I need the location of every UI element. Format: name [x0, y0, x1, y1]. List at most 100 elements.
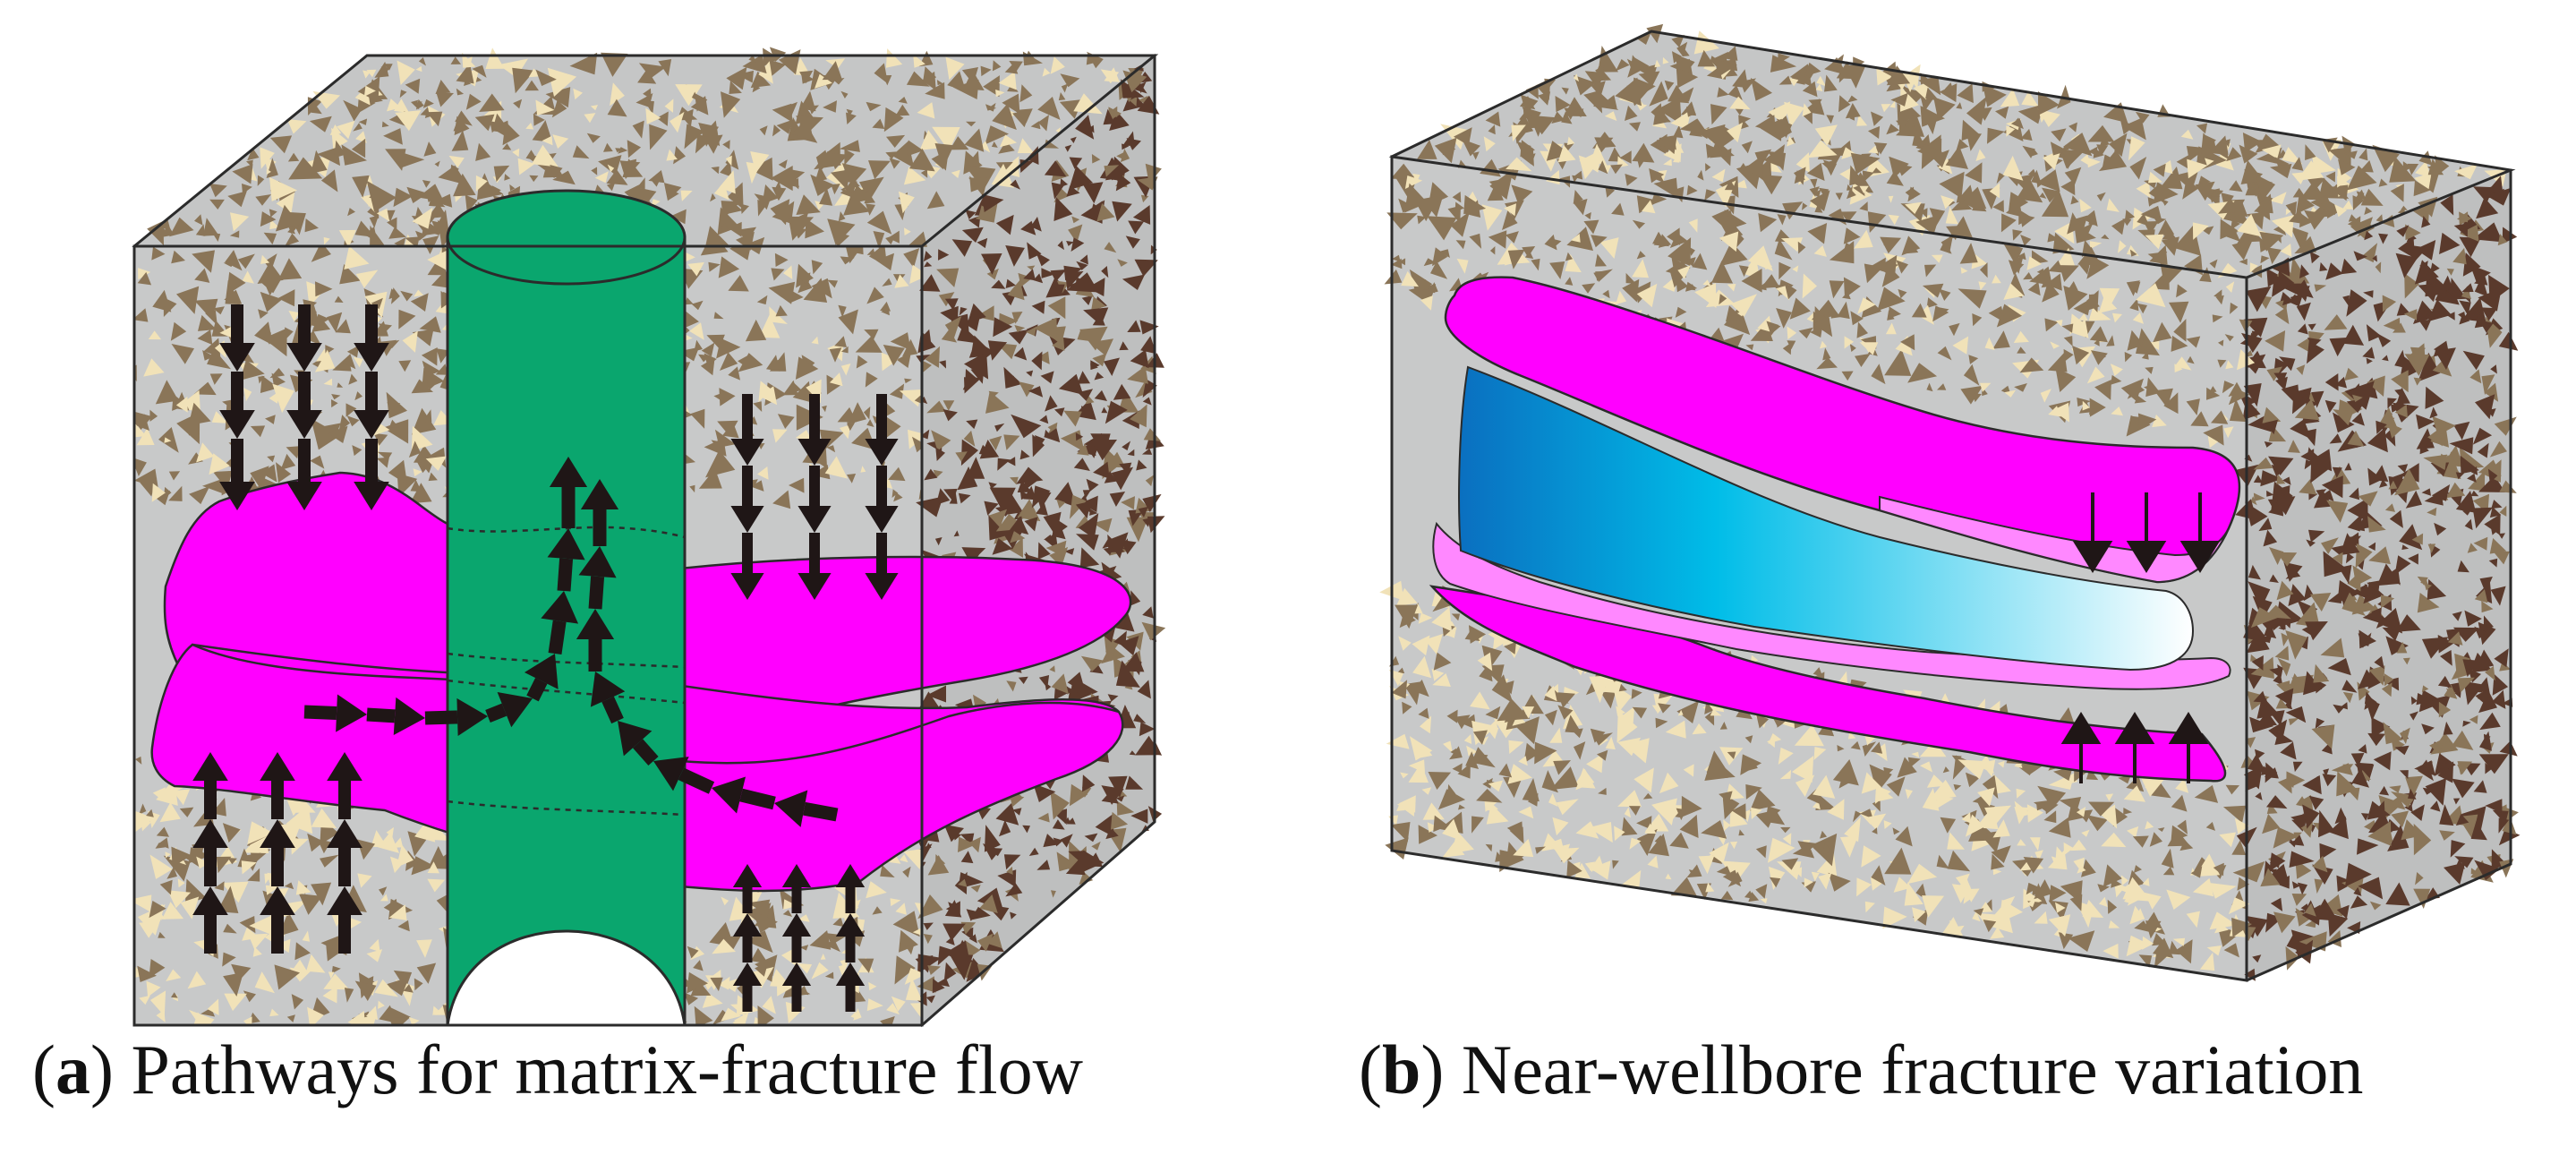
rock-grain — [843, 193, 871, 216]
rock-grain — [2133, 865, 2142, 873]
rock-grain — [2161, 848, 2174, 868]
rock-grain — [903, 167, 926, 185]
rock-grain — [1439, 249, 1450, 258]
rock-grain — [2197, 175, 2211, 186]
rock-grain — [2194, 784, 2219, 803]
rock-grain — [2321, 475, 2343, 499]
rock-grain — [2341, 680, 2358, 693]
rock-grain — [2421, 685, 2429, 693]
rock-grain — [2302, 428, 2316, 447]
rock-grain — [2122, 117, 2146, 141]
rock-grain — [759, 386, 778, 406]
rock-grain — [2439, 804, 2454, 826]
rock-grain — [1973, 908, 1984, 916]
rock-grain — [528, 68, 541, 78]
rock-grain — [1400, 772, 1409, 779]
rock-grain — [1079, 871, 1094, 886]
rock-grain — [2362, 609, 2383, 624]
rock-grain — [943, 409, 958, 422]
rock-grain — [1675, 274, 1688, 293]
flow-arrow-head — [578, 546, 617, 578]
rock-grain — [1705, 762, 1736, 780]
rock-grain — [829, 372, 843, 387]
rock-grain — [352, 175, 370, 198]
rock-grain — [2418, 283, 2440, 303]
rock-grain — [2346, 289, 2367, 317]
rock-grain — [2205, 158, 2214, 167]
rock-grain — [411, 856, 436, 876]
rock-grain — [1130, 590, 1141, 606]
rock-grain — [2337, 167, 2352, 188]
rock-grain — [995, 161, 1016, 173]
rock-grain — [1538, 91, 1551, 106]
rock-grain — [2137, 213, 2150, 227]
rock-grain — [286, 805, 313, 834]
rock-grain — [2037, 108, 2060, 127]
rock-grain — [1685, 257, 1696, 267]
rock-grain — [1618, 683, 1627, 692]
rock-grain — [2302, 804, 2320, 829]
rock-grain — [177, 878, 185, 888]
rock-grain — [718, 976, 730, 990]
rock-grain — [345, 403, 357, 417]
rock-grain — [2274, 646, 2290, 661]
rock-grain — [1140, 194, 1149, 203]
rock-grain — [1770, 55, 1797, 73]
rock-grain — [773, 288, 782, 298]
rock-grain — [1963, 364, 1980, 386]
rock-grain — [776, 977, 794, 997]
rock-grain — [1730, 294, 1757, 317]
rock-grain — [2381, 595, 2395, 609]
flow-arrow-head — [354, 482, 389, 510]
rock-grain — [840, 90, 849, 98]
rock-grain — [176, 286, 200, 314]
rock-grain — [1507, 249, 1525, 270]
rock-grain — [950, 136, 969, 150]
rock-grain — [1089, 203, 1102, 217]
rock-grain — [2187, 158, 2208, 179]
rock-grain — [295, 880, 311, 895]
rock-grain — [1947, 832, 1965, 850]
rock-grain — [1605, 736, 1616, 750]
rock-grain — [859, 176, 884, 201]
rock-grain — [991, 141, 998, 148]
rock-grain — [1051, 673, 1069, 694]
rock-grain — [1929, 208, 1946, 227]
rock-grain — [992, 60, 1002, 72]
rock-grain — [2360, 188, 2384, 206]
rock-grain — [337, 382, 344, 388]
rock-grain — [2314, 284, 2327, 292]
rock-grain — [2044, 800, 2059, 815]
rock-grain — [917, 954, 942, 974]
rock-grain — [2418, 352, 2441, 382]
rock-grain — [356, 839, 375, 860]
rock-grain — [1430, 261, 1448, 279]
rock-grain — [1857, 297, 1876, 314]
rock-grain — [1115, 173, 1131, 192]
rock-grain — [2364, 230, 2374, 241]
rock-grain — [2209, 911, 2238, 930]
rock-grain — [525, 150, 538, 161]
rock-grain — [2272, 712, 2280, 720]
rock-grain — [1052, 819, 1065, 830]
rock-grain — [2350, 753, 2365, 767]
rock-grain — [2042, 280, 2060, 303]
rock-grain — [2372, 144, 2400, 173]
rock-grain — [750, 151, 770, 174]
rock-grain — [2045, 273, 2062, 291]
rock-grain — [998, 71, 1017, 90]
rock-grain — [926, 685, 946, 703]
rock-grain — [1135, 381, 1153, 398]
rock-grain — [371, 297, 383, 310]
rock-grain — [1452, 763, 1463, 774]
rock-grain — [1561, 87, 1569, 95]
fracture-aperture — [1458, 365, 2195, 672]
rock-grain — [689, 322, 704, 340]
rock-grain — [1654, 59, 1661, 68]
rock-grain — [1086, 478, 1099, 492]
rock-grain — [525, 80, 539, 91]
rock-grain — [227, 191, 247, 208]
rock-grain — [1050, 270, 1067, 282]
rock-grain — [1122, 441, 1131, 451]
rock-grain — [1816, 357, 1838, 370]
